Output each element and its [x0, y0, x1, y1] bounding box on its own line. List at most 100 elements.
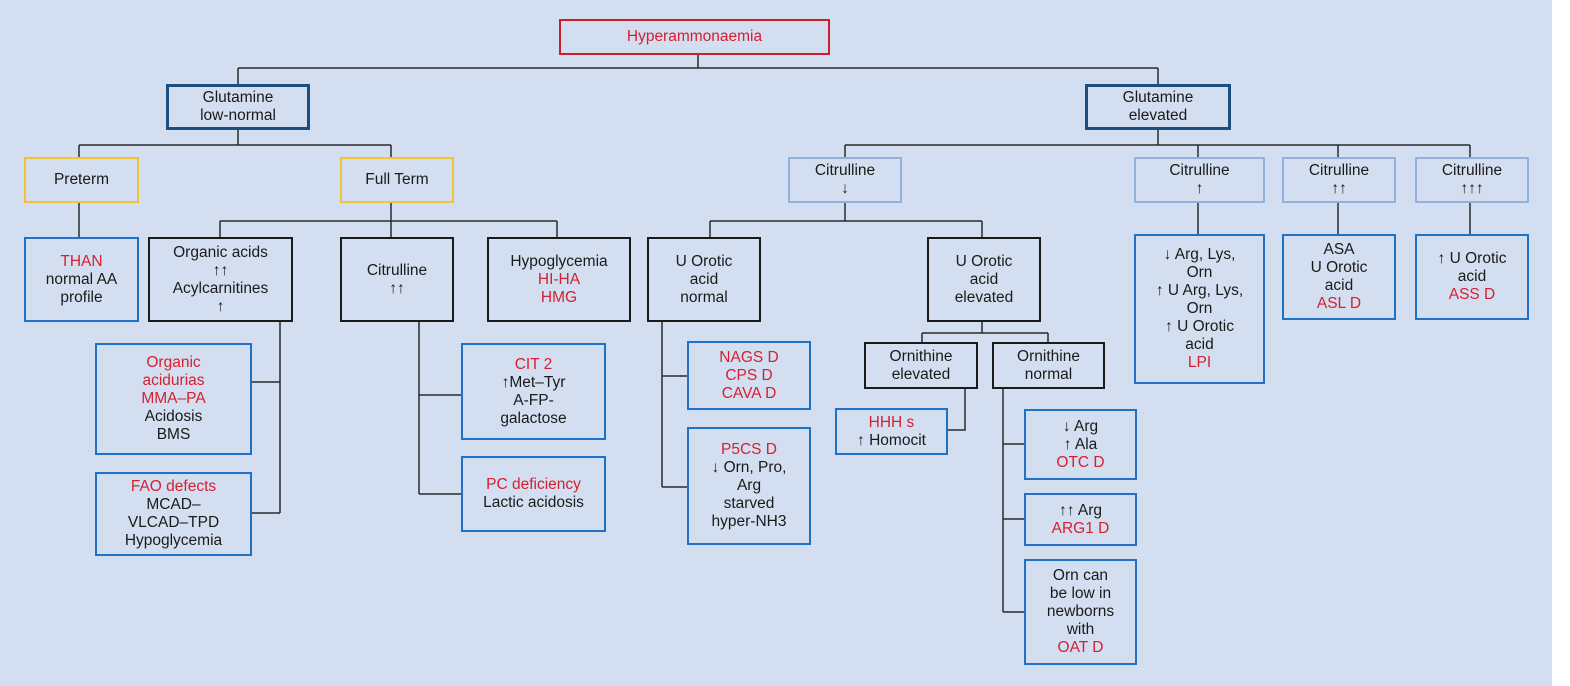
node-text-line: profile [60, 288, 103, 306]
node-text-line: HHH s [868, 413, 915, 431]
node-text-line: galactose [500, 409, 567, 427]
connector [921, 322, 1049, 342]
node-text-line: ↑ U Orotic [1437, 250, 1507, 267]
node-text-line: Glutamine [1122, 89, 1194, 106]
node-text-line: CIT 2 [514, 355, 553, 373]
node-text-line: MCAD– [146, 496, 201, 513]
node-text-line: Orn can [1052, 567, 1109, 584]
node-text-line: U Orotic [1310, 259, 1368, 276]
node-text-line: ↓ Arg, Lys, [1163, 246, 1236, 263]
node-text-line: ↑↑ Arg [1058, 501, 1103, 519]
node-text-line: ↑ U Orotic [1165, 318, 1234, 335]
connector [844, 130, 1471, 157]
node-text-line: OAT D [1057, 639, 1104, 656]
connector [418, 322, 461, 495]
citrulline-increased-box: Citrulline↑ [1134, 157, 1265, 203]
connector [1197, 203, 1471, 234]
node-text-line: ↑Met–Tyr [501, 373, 566, 391]
node-text-line: with [1066, 621, 1095, 638]
node-text-line: Ornithine [1017, 347, 1080, 365]
citrulline-double-increased-box: Citrulline↑↑ [1282, 157, 1396, 203]
connector [709, 203, 983, 237]
node-text-line: Organic [146, 354, 201, 371]
node-text-line: be low in [1049, 585, 1112, 602]
citrulline-triple-increased-box: Citrulline↑↑↑ [1415, 157, 1529, 203]
node-text-line: Citrulline [1308, 162, 1370, 179]
node-text-line: ASS D [1448, 286, 1496, 303]
node-text-line: U Orotic [955, 252, 1013, 270]
node-text-line: NAGS D [719, 348, 779, 366]
node-text-line: Lactic acidosis [483, 494, 584, 511]
node-text-line: newborns [1046, 603, 1115, 620]
connector [1002, 389, 1024, 613]
node-text-line: starved [723, 495, 775, 512]
node-text-line: ↓ Orn, Pro, [711, 459, 787, 476]
node-text-line: HI-HA [537, 270, 581, 288]
hyperammonaemia-box: Hyperammonaemia [559, 19, 830, 55]
node-text-line: ↑↑ [1331, 180, 1347, 197]
citrulline-decreased-box: Citrulline↓ [788, 157, 902, 203]
node-text-line: A-FP- [513, 391, 554, 409]
node-text-line: ↑↑ [212, 261, 229, 279]
connector [661, 322, 687, 488]
node-text-line: elevated [1128, 107, 1188, 124]
node-text-line: VLCAD–TPD [127, 514, 220, 531]
node-text-line: Ornithine [889, 347, 953, 365]
node-text-line: ↑ [216, 297, 225, 315]
connector [252, 322, 281, 514]
connector [948, 389, 966, 431]
node-text-line: ARG1 D [1051, 519, 1110, 537]
node-text-line: Orn [1186, 264, 1213, 281]
node-text-line: BMS [156, 426, 191, 443]
node-text-line: ↑↑ [389, 279, 405, 297]
node-text-line: THAN [60, 252, 103, 270]
node-text-line: ↑ U Arg, Lys, [1155, 282, 1244, 299]
node-text-line: ASL D [1316, 295, 1362, 312]
node-text-line: ↓ [841, 180, 849, 197]
node-text-line: CPS D [725, 366, 773, 384]
node-text-line: ↓ Arg [1062, 417, 1099, 435]
node-text-line: Citrulline [814, 162, 876, 179]
lpi-box: ↓ Arg, Lys,Orn↑ U Arg, Lys,Orn↑ U Orotic… [1134, 234, 1265, 384]
node-text-line: acid [1324, 277, 1354, 294]
node-text-line: U Orotic [675, 252, 733, 270]
node-text-line: FAO defects [130, 478, 217, 495]
node-text-line: hyper-NH3 [711, 513, 787, 530]
node-text-line: OTC D [1056, 453, 1105, 471]
citrulline-full-term-box: Citrulline↑↑ [340, 237, 454, 322]
node-text-line: normal [1024, 365, 1073, 383]
node-text-line: LPI [1187, 354, 1212, 371]
node-text-line: Citrulline [1169, 162, 1230, 179]
node-text-line: ↑ Ala [1063, 435, 1098, 453]
node-text-line: Acidosis [144, 408, 203, 425]
node-text-line: ↑ [1195, 180, 1204, 197]
node-text-line: acid [689, 270, 719, 288]
node-text-line: normal AA [45, 270, 118, 288]
node-text-line: elevated [891, 365, 951, 383]
node-text-line: Citrulline [366, 261, 428, 279]
node-text-line: normal [680, 288, 728, 306]
node-text-line: ↑↑↑ [1460, 180, 1484, 197]
node-text-line: CAVA D [721, 384, 777, 402]
node-text-line: Hyperammonaemia [626, 28, 763, 45]
node-text-line: HMG [540, 288, 578, 306]
node-text-line: Citrulline [1441, 162, 1503, 179]
node-text-line: acidurias [142, 372, 205, 389]
organic-acids-box: Organic acids↑↑Acylcarnitines↑ [148, 237, 293, 322]
